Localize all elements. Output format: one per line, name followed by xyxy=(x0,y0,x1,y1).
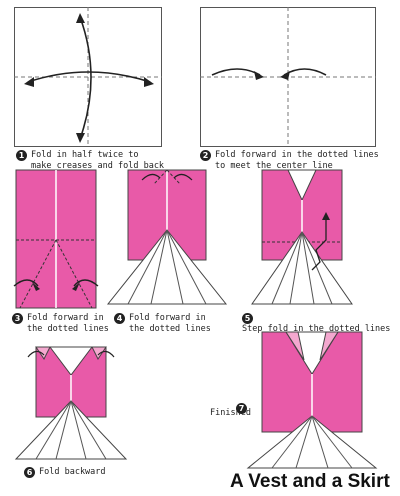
step-number: 3 xyxy=(12,313,23,324)
step-text-line: Fold forward in xyxy=(129,313,206,323)
step-text-line: the dotted lines xyxy=(129,324,211,334)
step5-caption: 5Step fold in the dotted lines xyxy=(242,313,400,335)
step3-diagram xyxy=(13,169,99,309)
step-number: 7 xyxy=(236,403,247,414)
step-number: 6 xyxy=(24,467,35,478)
step-text-line: Fold backward xyxy=(39,467,106,477)
step4-diagram xyxy=(106,169,228,305)
step-text-line: Fold in half twice to xyxy=(31,150,139,160)
step-text-line: the dotted lines xyxy=(27,324,109,334)
step1-diagram xyxy=(14,7,162,147)
step5-diagram xyxy=(251,169,353,305)
step7-marker: 7 xyxy=(236,396,247,415)
page-title: A Vest and a Skirt xyxy=(230,471,390,492)
step-number: 2 xyxy=(200,150,211,161)
step-text-line: Step fold in the dotted lines xyxy=(242,324,391,334)
step2-diagram xyxy=(200,7,376,147)
step-number: 4 xyxy=(114,313,125,324)
step-text-line: to meet the center line xyxy=(215,161,333,171)
step-text-line: Fold forward in the dotted lines xyxy=(215,150,379,160)
step-number: 5 xyxy=(242,313,253,324)
step6-diagram xyxy=(14,346,128,460)
step-text-line: Fold forward in xyxy=(27,313,104,323)
step-number: 1 xyxy=(16,150,27,161)
finished-label: Finished xyxy=(210,408,251,418)
step6-caption: 6 Fold backward xyxy=(24,467,106,478)
step7-diagram xyxy=(246,331,378,469)
step-text-line: make creases and fold back xyxy=(31,161,165,171)
